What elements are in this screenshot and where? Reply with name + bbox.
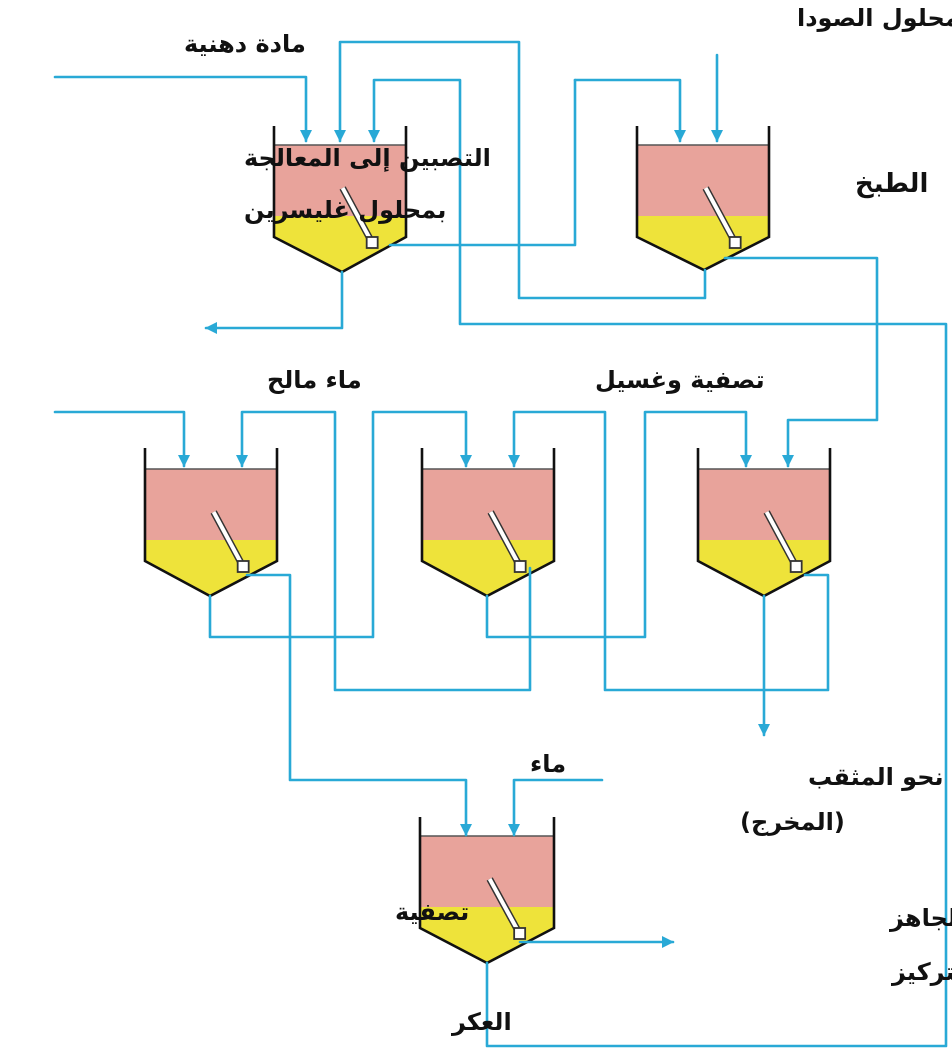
stirrer-icon bbox=[702, 186, 742, 249]
label-soda-solution: محلول الصودا bbox=[797, 4, 952, 32]
stirrer-icon bbox=[210, 510, 250, 573]
right-to-left-tank-pipe bbox=[236, 410, 532, 692]
label-fatty-material: مادة دهنية bbox=[184, 30, 306, 58]
glycerin-recycle-pipe bbox=[388, 78, 577, 247]
label-salt-water: ماء مالح bbox=[267, 366, 362, 394]
label-saponification-line1: التصبين إلى المعالجة bbox=[244, 144, 491, 172]
lower-liquid-layer bbox=[422, 540, 554, 596]
upper-liquid-layer bbox=[698, 469, 830, 540]
stirrer-icon bbox=[763, 510, 803, 573]
label-ready-soap-line2: إلى التركيز bbox=[891, 958, 952, 986]
saponification-to-cooking-pipe bbox=[573, 78, 686, 143]
upper-liquid-layer bbox=[637, 145, 769, 216]
stirrer-icon bbox=[486, 877, 527, 940]
left-to-middle-tank-pipe bbox=[208, 410, 472, 639]
label-cooking: الطبخ bbox=[855, 169, 928, 199]
labels-group: مادة دهنية محلول الصودا التصبين إلى المع… bbox=[184, 4, 952, 1036]
label-water: ماء bbox=[530, 750, 566, 778]
label-to-drain-line1: نحو المثقب bbox=[808, 763, 944, 791]
label-sediment: العكر bbox=[451, 1008, 512, 1036]
upper-liquid-layer bbox=[145, 469, 277, 540]
label-filter-wash: تصفية وغسيل bbox=[595, 366, 765, 394]
middle-to-right-tank-pipe bbox=[485, 410, 752, 639]
lower-liquid-layer bbox=[420, 907, 554, 963]
left-tank-to-clarification-pipe bbox=[245, 573, 472, 837]
label-saponification-line2: بمحلول غليسرين bbox=[244, 196, 446, 224]
water-inlet-pipe bbox=[508, 778, 604, 837]
tanks-group bbox=[143, 126, 832, 965]
lower-liquid-layer bbox=[145, 540, 277, 596]
stirrer-icon bbox=[339, 186, 379, 249]
pipes-group bbox=[53, 40, 948, 1048]
upper-liquid-layer bbox=[420, 836, 554, 907]
sediment-return-pipe bbox=[368, 78, 948, 1048]
label-ready-soap-line1: الصابون الجاهز bbox=[889, 904, 952, 932]
upper-liquid-layer bbox=[422, 469, 554, 540]
wash-tank-middle bbox=[420, 448, 556, 598]
stirrer-icon bbox=[487, 510, 527, 573]
cooking-to-wash-tank-pipe bbox=[723, 256, 879, 468]
lower-liquid-layer bbox=[698, 540, 830, 596]
right-to-middle-tank-pipe bbox=[508, 410, 830, 692]
label-clarification: تصفية bbox=[395, 898, 469, 926]
salt-water-tank bbox=[143, 448, 279, 598]
label-to-drain-line2: (المخرج) bbox=[740, 808, 845, 836]
wash-tank-right bbox=[696, 448, 832, 598]
cooking-to-saponification-pipe bbox=[334, 40, 707, 300]
lower-liquid-layer bbox=[274, 216, 406, 272]
saponification-outlet-pipe bbox=[204, 270, 344, 334]
clarification-tank bbox=[418, 817, 556, 965]
lower-liquid-layer bbox=[637, 216, 769, 270]
upper-liquid-layer bbox=[274, 145, 406, 216]
cooking-tank bbox=[635, 126, 771, 272]
salt-water-inlet-pipe bbox=[53, 410, 190, 468]
fatty-material-inlet-pipe bbox=[53, 75, 312, 143]
